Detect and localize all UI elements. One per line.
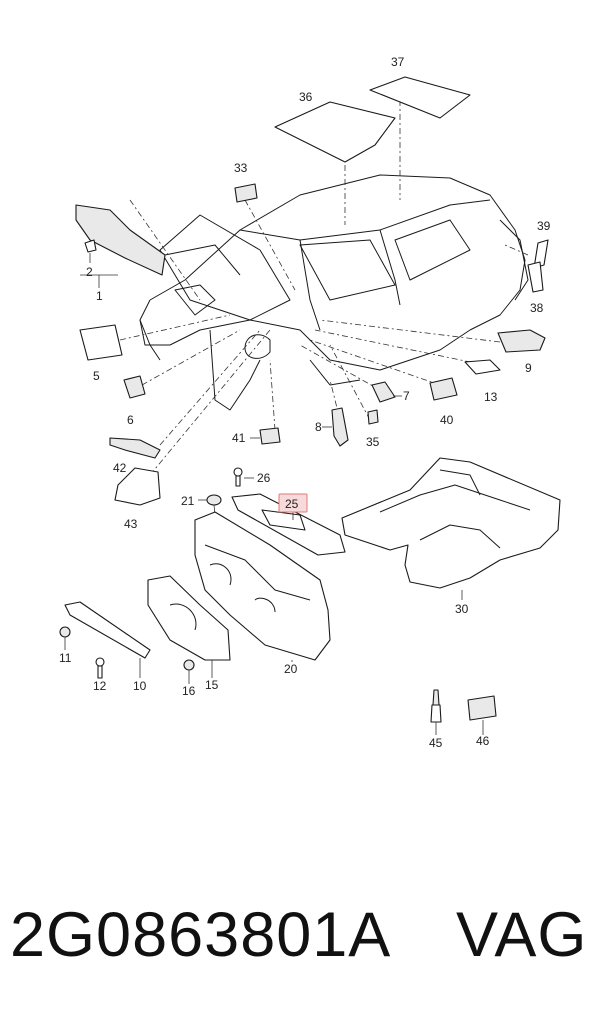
callout-labels: 1 2 5 6 7 8 9 10 11 12 13 15 16 20 21 25… [59,55,551,750]
callout-26: 26 [257,471,271,485]
callout-38: 38 [530,301,544,315]
callout-8: 8 [315,420,322,434]
callout-35: 35 [366,435,380,449]
part-46-pad [467,695,497,735]
callout-30: 30 [455,602,469,616]
part-42 [109,437,161,459]
highlight-box-25 [278,493,308,513]
callout-5: 5 [93,369,100,383]
part-10-strip [64,601,151,678]
part-8 [331,407,349,447]
callout-10: 10 [133,679,147,693]
callout-13: 13 [484,390,498,404]
part-11-clip [59,626,71,650]
part-6 [123,375,146,399]
callout-1: 1 [96,289,103,303]
callout-2: 2 [86,265,93,279]
callout-41: 41 [232,431,246,445]
callout-45: 45 [429,736,443,750]
part-20-bulkhead [194,511,331,662]
callout-9: 9 [525,361,532,375]
callout-37: 37 [391,55,405,69]
callout-43: 43 [124,517,138,531]
callout-46: 46 [476,734,490,748]
part-30-carpet [341,457,561,600]
callout-16: 16 [182,684,196,698]
callout-39: 39 [537,219,551,233]
part-35 [367,409,379,425]
part-13 [464,359,501,375]
callout-21: 21 [181,494,195,508]
part-26-clip [233,467,254,487]
parts-diagram: 1 2 5 6 7 8 9 10 11 12 13 15 16 20 21 25… [59,55,561,750]
car-body-outline [139,174,529,411]
part-9 [497,329,546,353]
callout-15: 15 [205,678,219,692]
callout-25: 25 [285,497,299,511]
part-5 [79,324,123,361]
part-1-insulation [75,204,166,288]
part-16-grommet [183,659,195,684]
callout-12: 12 [93,679,107,693]
callout-7: 7 [403,389,410,403]
part-39 [533,239,549,269]
part-41 [259,427,281,445]
callout-33: 33 [234,161,248,175]
footer: 2G0863801A VAG [0,890,600,980]
part-36-roof-pad [274,101,396,163]
part-45-bottle [430,689,442,735]
part-15-panel [147,575,231,678]
part-number: 2G0863801A [10,900,392,970]
part-38 [527,261,544,293]
brand-name: VAG [456,900,588,970]
callout-40: 40 [440,413,454,427]
callout-20: 20 [284,662,298,676]
part-37-roof-pad [369,76,471,119]
part-40 [429,377,458,401]
part-12-screw [95,657,105,679]
part-43 [114,467,161,506]
callout-42: 42 [113,461,127,475]
part-7 [371,381,396,403]
part-25-insulation [231,493,346,556]
part-33 [234,183,258,203]
callout-11: 11 [59,651,72,665]
callout-36: 36 [299,90,313,104]
lead-lines [119,100,529,476]
callout-6: 6 [127,413,134,427]
